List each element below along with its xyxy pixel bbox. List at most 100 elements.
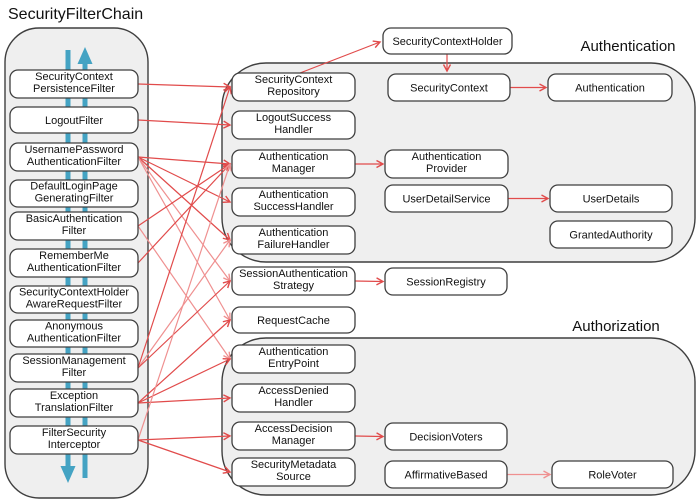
node-sms-box: [231, 457, 356, 487]
node-ash-box: [231, 187, 356, 217]
edge-smf-afh-arrow: [137, 238, 231, 369]
node-uds-label: UserDetailService: [402, 194, 490, 206]
node-fsi-box: [9, 425, 139, 455]
node-adm-box: [231, 421, 356, 451]
node-uds-box: [384, 184, 509, 213]
node-ab-label: AffirmativeBased: [405, 470, 488, 482]
edge-fsi-sms-arrow: [137, 439, 232, 474]
edge-upaf-sas-arrow: [137, 156, 231, 283]
node-rmaf-box: [9, 248, 139, 278]
node-rc-box: [231, 306, 356, 334]
node-sc-label: SecurityContext: [410, 83, 488, 95]
node-auth-label: Authentication: [575, 83, 645, 95]
node-ap-box: [384, 149, 509, 179]
node-sch-label: SecurityContextHolder: [392, 36, 502, 48]
node-sreg-label: SessionRegistry: [406, 277, 486, 289]
edge-upaf-am-arrow: [137, 156, 232, 168]
node-ud-label: UserDetails: [583, 194, 640, 206]
node-sc-box: [387, 73, 511, 102]
edge-upaf-afh-arrow: [137, 156, 232, 241]
node-etf-box: [9, 388, 139, 418]
authentication-section-label: Authentication: [580, 38, 675, 55]
edge-scr-sch-arrow: [299, 40, 382, 74]
diagram-title: SecurityFilterChain: [8, 6, 143, 23]
node-ud-box: [549, 184, 673, 213]
node-ga-label: GrantedAuthority: [569, 230, 653, 242]
node-ga: GrantedAuthority: [549, 220, 673, 249]
node-sch: SecurityContextHolder: [382, 27, 513, 55]
edge-scpf-scr-arrow: [137, 82, 232, 91]
edge-adm-dv-arrow: [354, 432, 385, 441]
node-logout: LogoutFilter: [9, 106, 139, 134]
node-rv-label: RoleVoter: [588, 470, 637, 482]
node-uds: UserDetailService: [384, 184, 509, 213]
node-rv: RoleVoter: [551, 460, 674, 489]
node-dv-label: DecisionVoters: [409, 432, 483, 444]
node-aep-box: [231, 344, 356, 374]
node-dv-box: [384, 422, 508, 451]
node-scr-box: [231, 72, 356, 102]
edge-rmaf-am-arrow: [137, 162, 232, 264]
node-sreg-box: [384, 267, 508, 296]
node-sas-box: [231, 266, 356, 296]
node-sc: SecurityContext: [387, 73, 511, 102]
edge-fsi-adm-arrow: [137, 432, 232, 441]
node-lsh-box: [231, 110, 356, 140]
node-rc-label: RequestCache: [257, 315, 330, 327]
node-baf-box: [9, 211, 139, 241]
node-logout-label: LogoutFilter: [45, 115, 103, 127]
node-dv: DecisionVoters: [384, 422, 508, 451]
node-ud: UserDetails: [549, 184, 673, 213]
edge-smf-sas-arrow: [137, 279, 232, 369]
node-rc: RequestCache: [231, 306, 356, 334]
node-ab-box: [384, 460, 508, 489]
edge-layer: [137, 40, 552, 479]
edge-baf-am-arrow: [137, 163, 232, 227]
edge-etf-rc-arrow: [137, 319, 232, 404]
node-smf-box: [9, 353, 139, 383]
node-ab: AffirmativeBased: [384, 460, 508, 489]
node-afh-box: [231, 225, 356, 255]
edge-smf-scr-arrow: [137, 85, 232, 369]
node-rv-box: [551, 460, 674, 489]
edge-etf-aep-arrow: [137, 357, 232, 404]
node-scharf-box: [9, 285, 139, 314]
edge-baf-aep-arrow: [137, 225, 231, 361]
node-upaf-box: [9, 142, 139, 172]
